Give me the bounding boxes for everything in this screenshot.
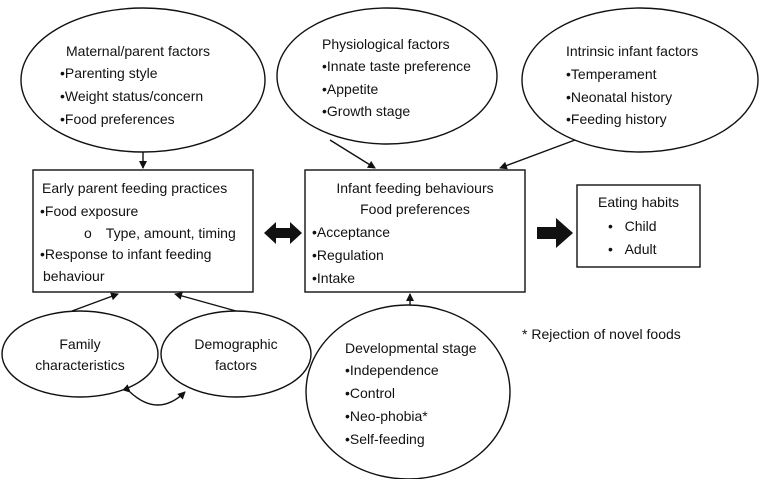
maternal-factors-title: Maternal/parent factors: [66, 43, 210, 59]
footnote: * Rejection of novel foods: [522, 326, 681, 342]
demographic-factors-ellipse: [160, 310, 312, 398]
developmental-stage-item: Independence: [345, 362, 439, 379]
physiological-factors-title: Physiological factors: [322, 36, 450, 52]
arrow-infant-to-habits: [537, 218, 573, 248]
intrinsic-factors-ellipse: [521, 7, 759, 153]
arrow-demographic-to-early: [174, 292, 237, 312]
family-characteristics-line1: Family: [59, 336, 101, 352]
developmental-stage-title: Developmental stage: [345, 340, 477, 356]
physiological-factor-item: Innate taste preference: [322, 58, 471, 75]
developmental-stage-item: Self-feeding: [345, 431, 425, 448]
maternal-factor-item: Parenting style: [60, 65, 158, 82]
arrow-family-demographic: [122, 384, 186, 406]
family-characteristics-ellipse: [1, 310, 159, 398]
eating-habits-box: [576, 184, 701, 268]
maternal-factor-item: Food preferences: [60, 111, 175, 128]
demographic-factors-line1: Demographic: [194, 336, 278, 352]
arrow-physio-to-infant: [329, 139, 376, 169]
eating-habits-item: • Child: [608, 218, 657, 234]
developmental-stage-item: Neo-phobia*: [345, 408, 428, 425]
early-practices-item: Response to infant feeding: [40, 246, 212, 263]
intrinsic-factor-item: Temperament: [566, 66, 657, 83]
early-practices-title: Early parent feeding practices: [42, 180, 228, 196]
early-practices-item: Food exposure: [40, 203, 138, 220]
early-practices-box: [32, 169, 254, 293]
intrinsic-factor-item: Feeding history: [566, 111, 667, 128]
maternal-factor-item: Weight status/concern: [60, 88, 203, 105]
infant-behaviour-item: Regulation: [312, 247, 384, 264]
physiological-factors-ellipse: [276, 7, 498, 145]
double-arrow-early-infant: [264, 222, 302, 244]
eating-habits-item: • Adult: [608, 241, 657, 257]
infant-behaviours-title: Infant feeding behaviours: [336, 180, 494, 196]
eating-habits-title: Eating habits: [598, 194, 679, 210]
infant-behaviours-box: [304, 169, 526, 293]
intrinsic-factor-item: Neonatal history: [566, 89, 672, 106]
developmental-stage-ellipse: [305, 304, 511, 479]
physiological-factor-item: Appetite: [322, 81, 378, 98]
arrow-family-to-early: [71, 292, 119, 312]
infant-behaviour-item: Acceptance: [312, 224, 390, 241]
intrinsic-factors-title: Intrinsic infant factors: [566, 43, 699, 59]
developmental-stage-item: Control: [345, 385, 395, 402]
family-characteristics-line2: characteristics: [35, 357, 125, 373]
arrow-intrinsic-to-infant: [499, 139, 576, 170]
sub-bullet-marker: o: [84, 225, 92, 241]
early-practices-item-continuation: behaviour: [43, 268, 105, 284]
infant-behaviours-subtitle: Food preferences: [360, 201, 470, 217]
physiological-factor-item: Growth stage: [322, 103, 410, 120]
infant-behaviour-item: Intake: [312, 270, 355, 287]
demographic-factors-line2: factors: [214, 357, 257, 373]
